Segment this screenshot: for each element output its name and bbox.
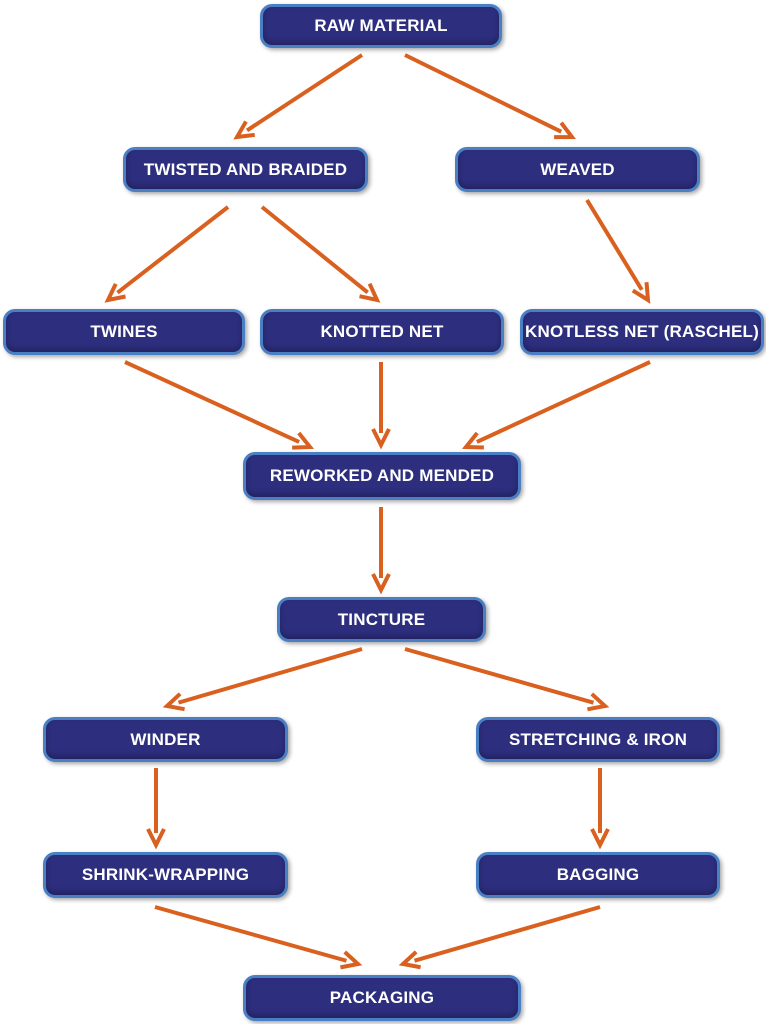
node-reworked-and-mended: REWORKED AND MENDED	[243, 452, 521, 500]
arrow-shrink-wrapping-to-packaging	[154, 905, 363, 970]
node-knotless-net: KNOTLESS NET (RASCHEL)	[520, 309, 764, 355]
arrow-tincture-to-stretching-and-iron	[404, 647, 610, 712]
node-packaging: PACKAGING	[243, 975, 521, 1021]
arrow-twisted-and-braided-to-knotted-net	[260, 205, 381, 303]
arrow-knotless-net-to-reworked-and-mended	[461, 360, 651, 450]
node-twisted-and-braided: TWISTED AND BRAIDED	[123, 147, 368, 192]
arrow-weaved-to-knotless-net	[585, 198, 651, 304]
node-weaved: WEAVED	[455, 147, 700, 192]
arrow-reworked-and-mended-to-tincture	[371, 507, 391, 595]
arrow-winder-to-shrink-wrapping	[146, 768, 166, 850]
arrow-raw-material-to-weaved	[404, 53, 577, 140]
node-twines: TWINES	[3, 309, 245, 355]
arrow-twines-to-reworked-and-mended	[124, 360, 315, 450]
node-tincture: TINCTURE	[277, 597, 486, 642]
node-bagging: BAGGING	[476, 852, 720, 898]
node-stretching-and-iron: STRETCHING & IRON	[476, 717, 720, 762]
arrow-bagging-to-packaging	[398, 905, 601, 970]
arrow-raw-material-to-twisted-and-braided	[233, 53, 364, 140]
node-winder: WINDER	[43, 717, 288, 762]
arrow-tincture-to-winder	[162, 647, 363, 712]
arrow-stretching-and-iron-to-bagging	[590, 768, 610, 850]
node-shrink-wrapping: SHRINK-WRAPPING	[43, 852, 288, 898]
arrow-knotted-net-to-reworked-and-mended	[371, 362, 391, 450]
node-knotted-net: KNOTTED NET	[260, 309, 504, 355]
node-raw-material: RAW MATERIAL	[260, 4, 502, 48]
arrow-twisted-and-braided-to-twines	[104, 205, 230, 303]
